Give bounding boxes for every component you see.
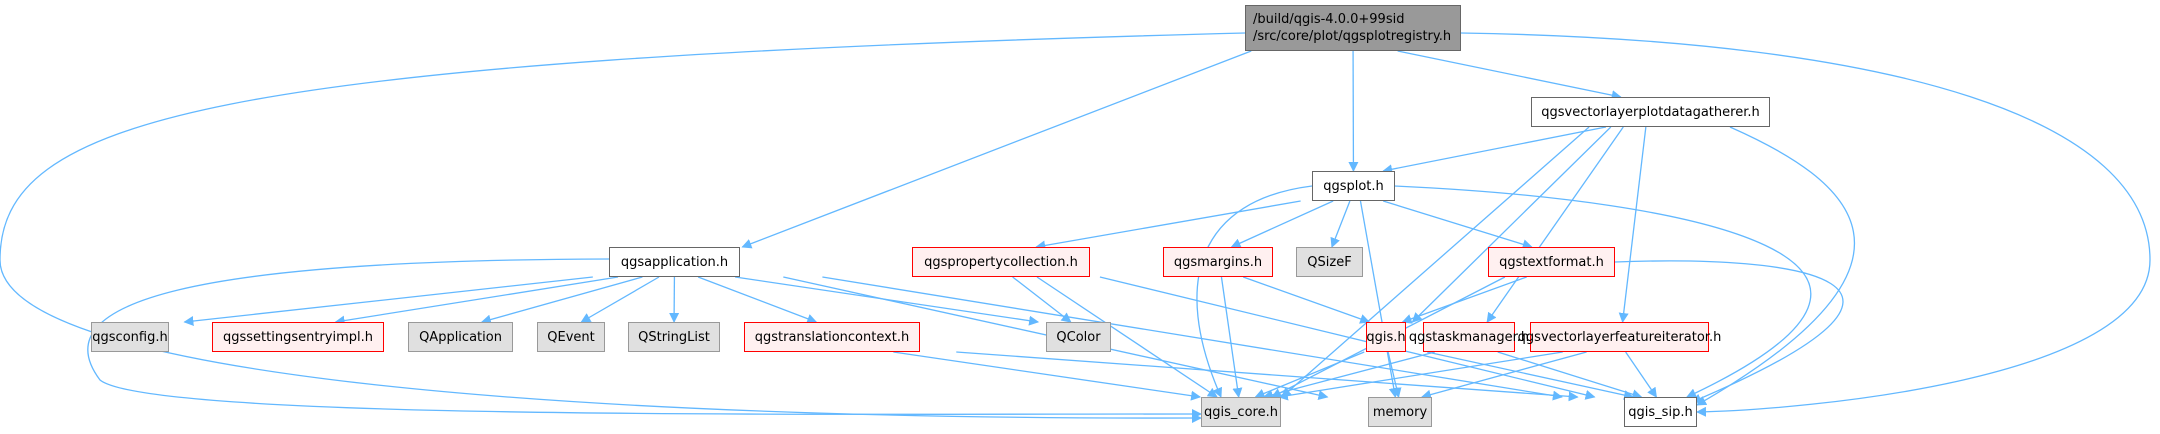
node-qgspropertycollection[interactable]: qgspropertycollection.h [912,247,1090,277]
edge-margins-to-core [1220,276,1243,398]
edge-gatherer-to-core [1281,126,1590,398]
edge-application-to-translationcontext [697,276,818,324]
node-label: qgsmargins.h [1173,254,1263,270]
node-qgis[interactable]: qgis.h [1366,322,1406,352]
edge-textformat-to-qgis [1401,276,1527,324]
edge-gatherer-to-sip [1696,126,1856,406]
edge-qgis-to-sip [1427,351,1635,400]
edge-propertycollection-to-qcolor [1012,276,1072,323]
edge-application-to-qapplication [480,276,643,325]
node-label: qgstextformat.h [1499,254,1604,270]
node-qgsvectorlayerplotdatagatherer[interactable]: qgsvectorlayerplotdatagatherer.h [1531,97,1770,127]
edge-taskmanager-to-sip [1497,351,1643,400]
edge-root-to-core [0,32,1246,424]
node-label: qgsvectorlayerfeatureiterator.h [1517,329,1722,345]
node-qgsmargins[interactable]: qgsmargins.h [1163,247,1273,277]
edge-plot-to-margins [1230,200,1334,248]
node-qgsapplication[interactable]: qgsapplication.h [609,247,740,277]
node-label: qgstaskmanager.h [1408,329,1530,345]
edge-root-to-application [741,50,1252,249]
node-qgstaskmanager[interactable]: qgstaskmanager.h [1409,322,1529,352]
edge-application-to-config [183,276,593,326]
edge-taskmanager-to-core [1262,351,1435,400]
edge-root-to-gatherer [1397,50,1622,101]
edge-application-to-settingsentry [334,276,619,326]
root-path-line1: /build/qgis-4.0.0+99sid [1253,12,1405,27]
edge-plot-to-core [1196,185,1313,398]
node-label: qgsconfig.h [92,329,168,345]
root-path-line2: /src/core/plot/qgsplotregistry.h [1253,29,1452,44]
node-qgsconfig: qgsconfig.h [91,322,169,352]
edge-root-to-sip [1460,32,2151,417]
node-label: QSizeF [1307,254,1352,270]
node-qsizef: QSizeF [1296,247,1363,277]
root-file-node[interactable]: /build/qgis-4.0.0+99sid /src/core/plot/q… [1245,5,1461,51]
edge-featureiterator-to-core [1277,351,1563,401]
edge-propertycollection-to-core [1036,276,1218,398]
edge-gatherer-to-featureiterator [1618,126,1647,323]
edge-application-to-qevent [580,276,660,323]
edge-gatherer-to-qgis [1411,126,1612,323]
node-label: qgis_core.h [1204,404,1278,420]
node-label: QColor [1056,329,1101,345]
node-label: qgsplot.h [1323,178,1384,194]
node-label: qgspropertycollection.h [924,254,1078,270]
node-label: QApplication [419,329,502,345]
node-label: qgssettingsentryimpl.h [222,329,373,345]
node-qstringlist: QStringList [628,322,720,352]
node-qgis-sip[interactable]: qgis_sip.h [1624,397,1697,427]
node-label: qgstranslationcontext.h [754,329,910,345]
node-qgstextformat[interactable]: qgstextformat.h [1488,247,1615,277]
node-label: memory [1372,404,1428,420]
node-label: QStringList [638,329,710,345]
edge-translationcontext-to-core [893,351,1202,401]
edge-textformat-to-sip [1614,260,1844,404]
node-label: QEvent [547,329,595,345]
edge-plot-to-textformat [1383,200,1533,250]
node-memory: memory [1368,397,1432,427]
edge-qgis-to-memory [1387,351,1402,398]
edge-qgis-to-core [1254,351,1365,399]
node-qevent: QEvent [537,322,605,352]
node-qgsplot[interactable]: qgsplot.h [1312,171,1395,201]
edge-margins-to-qgis [1242,276,1371,324]
node-qapplication: QApplication [408,322,513,352]
node-label: qgsapplication.h [620,254,729,270]
node-label: qgis.h [1366,329,1406,345]
edge-featureiterator-to-sip [1625,351,1657,398]
edge-plot-to-propertycollection [1035,200,1301,251]
node-qgis-core: qgis_core.h [1201,397,1281,427]
edge-application-to-sip [822,276,1563,401]
edge-featureiterator-to-memory [1420,351,1587,400]
node-label: qgsvectorlayerplotdatagatherer.h [1541,104,1760,120]
edge-gatherer-to-plot [1382,126,1607,175]
node-label: qgis_sip.h [1628,404,1693,420]
edge-application-to-core [87,258,1202,420]
edge-plot-to-qsizef [1330,200,1351,248]
edge-translationcontext-to-sip [956,351,1579,402]
edge-plot-to-sip [1394,185,1812,398]
node-qgssettingsentryimpl[interactable]: qgssettingsentryimpl.h [212,322,384,352]
edge-gatherer-to-taskmanager [1486,126,1624,323]
edge-propertycollection-to-sip [1099,276,1596,400]
node-qgstranslationcontext[interactable]: qgstranslationcontext.h [744,322,920,352]
node-qgsvectorlayerfeatureiterator[interactable]: qgsvectorlayerfeatureiterator.h [1518,322,1721,352]
node-qcolor: QColor [1046,322,1111,352]
